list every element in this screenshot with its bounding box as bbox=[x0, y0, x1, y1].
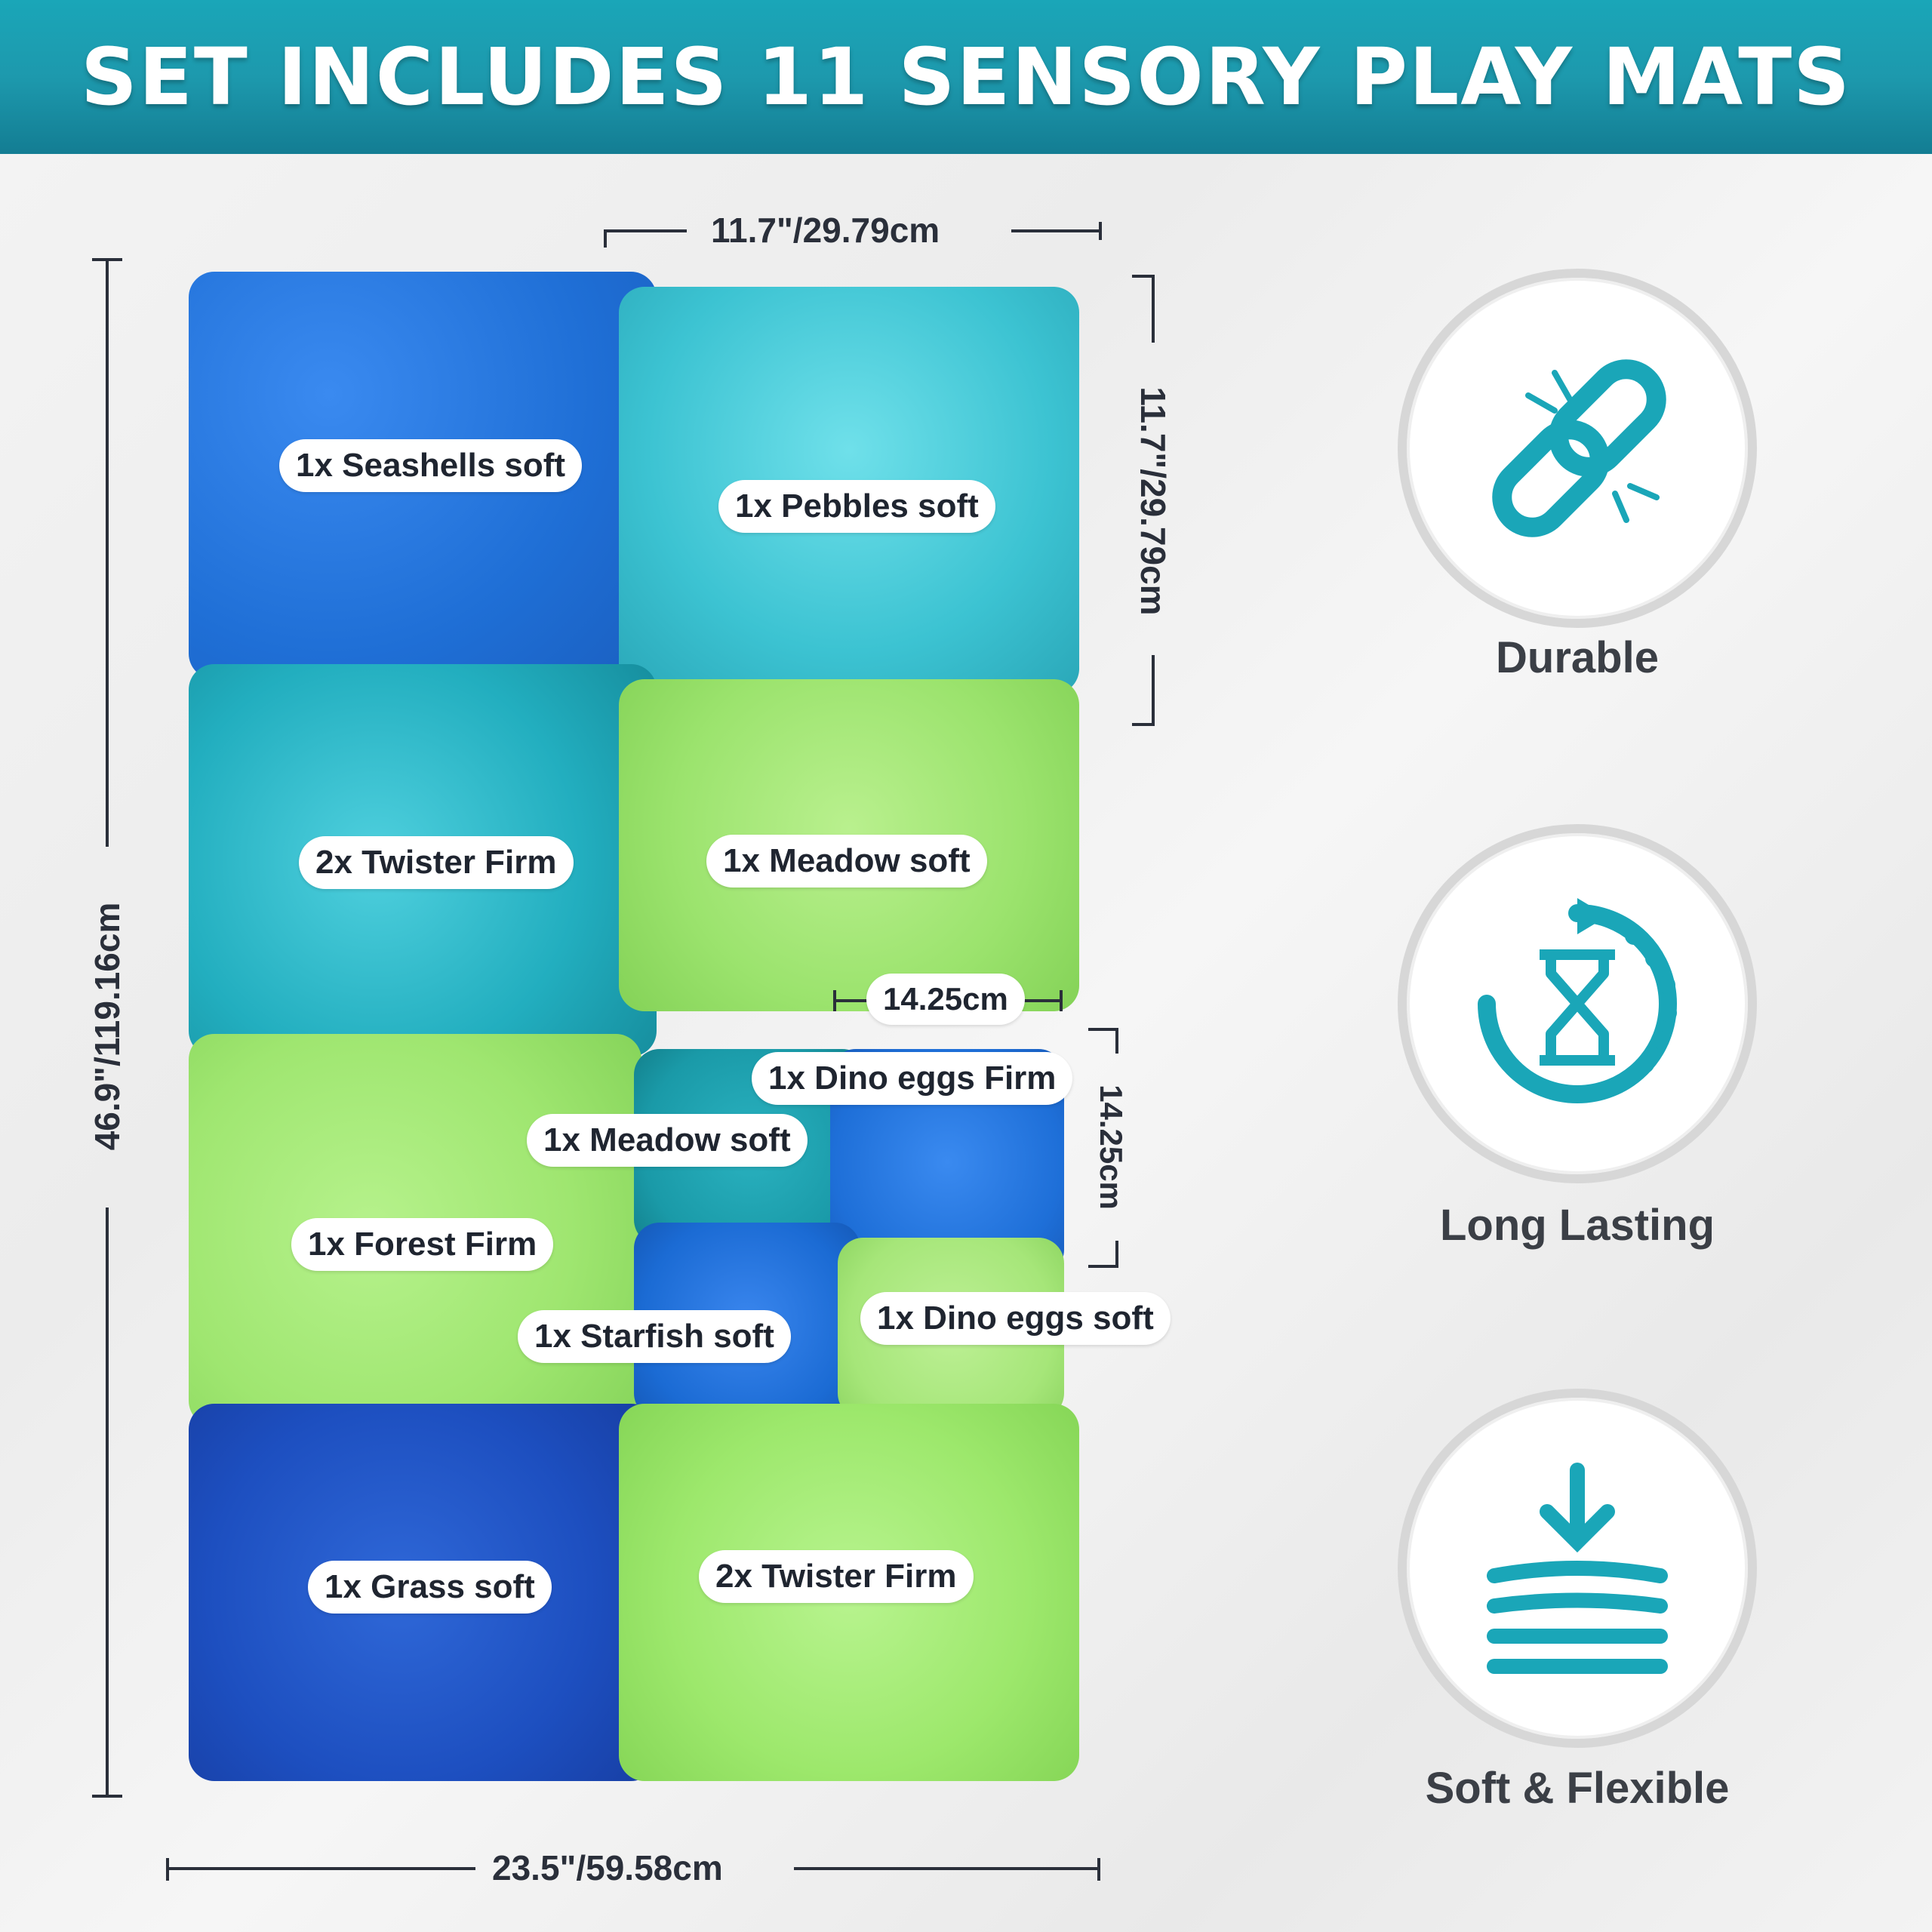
dimension-tick bbox=[1132, 723, 1155, 726]
tile-width-label: 11.7"/29.79cm bbox=[711, 211, 940, 250]
dimension-line bbox=[1115, 1241, 1118, 1266]
dimension-line bbox=[106, 1208, 109, 1796]
dimension-tick bbox=[1088, 1028, 1118, 1031]
dimension-line bbox=[1115, 1028, 1118, 1054]
dimension-tick bbox=[604, 229, 607, 248]
dimension-tick bbox=[1132, 275, 1155, 278]
header-banner: SET INCLUDES 11 SENSORY PLAY MATS bbox=[0, 0, 1932, 154]
long-lasting-label: Long Lasting bbox=[1439, 1201, 1715, 1250]
mat-label: 1x Seashells soft bbox=[279, 439, 583, 492]
mat-label: 1x Grass soft bbox=[308, 1561, 552, 1614]
dimension-line bbox=[1152, 275, 1155, 343]
dimension-tick bbox=[1099, 222, 1102, 240]
dimension-line bbox=[794, 1867, 1100, 1870]
mat-label: 1x Dino eggs soft bbox=[860, 1292, 1171, 1345]
dimension-line bbox=[1023, 999, 1063, 1002]
soft-layers-icon bbox=[1487, 1463, 1668, 1674]
small-height-label: 14.25cm bbox=[1094, 1084, 1129, 1210]
dimension-line bbox=[106, 258, 109, 847]
long-lasting-badge bbox=[1398, 824, 1757, 1183]
dimension-tick bbox=[92, 1795, 122, 1798]
page-title: SET INCLUDES 11 SENSORY PLAY MATS bbox=[80, 31, 1852, 123]
soft-flexible-label: Soft & Flexible bbox=[1425, 1764, 1730, 1813]
mat-label: 1x Dino eggs Firm bbox=[752, 1052, 1073, 1105]
mat-label: 2x Twister Firm bbox=[699, 1550, 974, 1603]
tile-height-label: 11.7"/29.79cm bbox=[1134, 386, 1173, 616]
dimension-line bbox=[166, 1867, 475, 1870]
mat-label: 1x Starfish soft bbox=[518, 1310, 791, 1363]
mat-label: 1x Forest Firm bbox=[291, 1218, 554, 1271]
dimension-line bbox=[833, 999, 869, 1002]
dimension-line bbox=[604, 229, 687, 232]
mat-label: 1x Meadow soft bbox=[706, 835, 987, 888]
total-height-label: 46.9"/119.16cm bbox=[88, 902, 127, 1151]
mat-label: 2x Twister Firm bbox=[299, 836, 574, 889]
durable-label: Durable bbox=[1496, 633, 1659, 682]
broken-chain-icon bbox=[1492, 359, 1666, 537]
dimension-tick bbox=[1097, 1858, 1100, 1881]
dimension-line bbox=[1152, 655, 1155, 726]
mat-label: 1x Pebbles soft bbox=[718, 480, 995, 533]
soft-flexible-badge bbox=[1398, 1389, 1757, 1748]
dimension-tick bbox=[1088, 1265, 1118, 1268]
dimension-tick bbox=[1060, 990, 1063, 1011]
mat-label: 1x Meadow soft bbox=[527, 1114, 808, 1167]
small-width-label: 14.25cm bbox=[866, 974, 1025, 1025]
hourglass-cycle-icon bbox=[1478, 898, 1677, 1103]
durable-badge bbox=[1398, 269, 1757, 628]
total-width-label: 23.5"/59.58cm bbox=[492, 1848, 723, 1887]
dimension-line bbox=[1011, 229, 1102, 232]
